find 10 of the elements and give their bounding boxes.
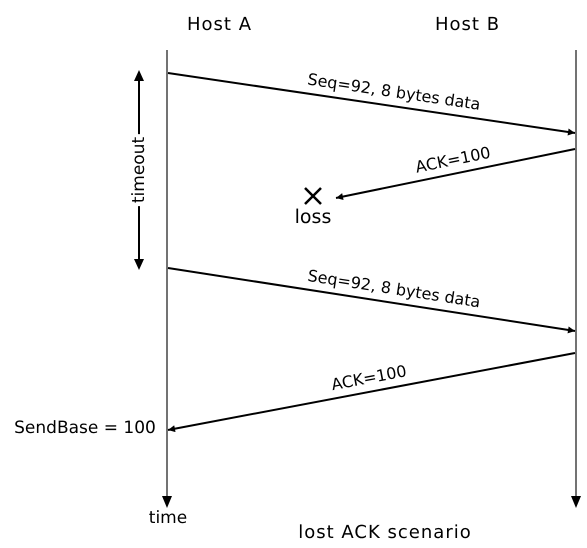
note-text: time bbox=[148, 507, 188, 530]
host-label: Host A bbox=[187, 14, 252, 35]
loss-label: loss bbox=[294, 208, 332, 227]
caption: lost ACK scenario bbox=[297, 522, 473, 543]
message-arrow bbox=[336, 148, 576, 200]
message-arrow bbox=[168, 267, 576, 334]
host-label: Host B bbox=[435, 14, 500, 35]
note-text: SendBase = 100 bbox=[13, 417, 157, 440]
message-arrow bbox=[168, 72, 576, 136]
message-arrow bbox=[168, 352, 576, 432]
